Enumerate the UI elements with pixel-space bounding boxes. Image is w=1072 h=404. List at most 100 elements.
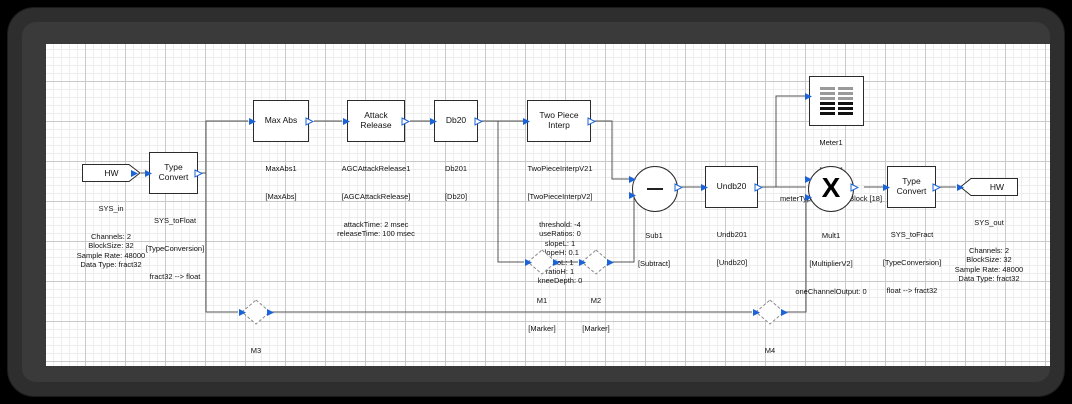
block-name: MaxAbs1 xyxy=(265,163,297,173)
multiply-icon: X xyxy=(821,171,841,203)
port-out-max-abs[interactable] xyxy=(305,117,314,126)
hw-out-shape xyxy=(959,178,1018,196)
meter-bar xyxy=(838,102,853,105)
caption-marker-4: M4 [Marker] xyxy=(735,327,805,366)
block-attack-release[interactable]: Attack Release xyxy=(347,100,405,142)
meter-bar xyxy=(820,102,835,105)
port-in-sys-out[interactable] xyxy=(956,183,965,192)
caption-mult: Mult1 [MultiplierV2] oneChannelOutput: 0 xyxy=(768,212,894,315)
block-params: attackTime: 2 msec releaseTime: 100 msec xyxy=(337,220,415,239)
port-out-type-convert-in[interactable] xyxy=(194,169,203,178)
meter-bar xyxy=(820,112,835,115)
port-out-type-convert-out[interactable] xyxy=(932,183,941,192)
port-in-attack-release[interactable] xyxy=(342,117,351,126)
block-label: Two Piece Interp xyxy=(539,110,579,130)
block-sub[interactable] xyxy=(632,166,678,212)
meter-column-right xyxy=(838,87,853,115)
block-mult[interactable]: X xyxy=(808,166,854,212)
caption-sub: Sub1 [Subtract] xyxy=(616,212,692,287)
port-in-marker-1[interactable] xyxy=(524,258,533,267)
block-type: [AGCAttackRelease] xyxy=(341,191,411,201)
port-out-marker-3[interactable] xyxy=(266,308,275,317)
block-type: [Subtract] xyxy=(637,258,671,268)
meter-bar xyxy=(820,92,835,95)
port-out[interactable] xyxy=(130,169,139,178)
block-name: Db201 xyxy=(444,163,468,173)
device-frame: HW SYS_in Channels: 2 BlockSize: 32 Samp… xyxy=(8,8,1064,396)
block-max-abs[interactable]: Max Abs xyxy=(253,100,309,142)
port-in-max-abs[interactable] xyxy=(248,117,257,126)
port-out-undb20[interactable] xyxy=(754,183,763,192)
block-sys-in[interactable]: HW xyxy=(82,164,141,182)
block-type-convert-in[interactable]: Type Convert xyxy=(149,152,198,194)
block-label: HW xyxy=(989,182,1005,192)
block-type: [MaxAbs] xyxy=(265,191,297,201)
hw-in-shape xyxy=(82,164,141,182)
block-params: float --> fract32 xyxy=(886,286,938,295)
meter-bar xyxy=(838,112,853,115)
block-name: TwoPieceInterpV21 xyxy=(527,163,593,173)
port-in-two-piece-interp[interactable] xyxy=(522,117,531,126)
wire-layer xyxy=(141,95,956,313)
block-name: Undb201 xyxy=(716,229,748,239)
block-type: [TypeConversion] xyxy=(145,243,205,253)
block-type-convert-out[interactable]: Type Convert xyxy=(887,166,936,208)
meter-bar xyxy=(838,92,853,95)
block-name: SYS_out xyxy=(974,217,1004,227)
block-db20[interactable]: Db20 xyxy=(434,100,478,142)
port-out-mult[interactable] xyxy=(850,183,859,192)
meter-bar xyxy=(820,97,835,100)
block-type: [MultiplierV2] xyxy=(809,258,853,268)
port-out-marker-2[interactable] xyxy=(606,258,615,267)
caption-marker-1: M1 [Marker] xyxy=(507,277,577,352)
block-marker-1[interactable] xyxy=(527,249,557,275)
block-params: Channels: 2 BlockSize: 32 Sample Rate: 4… xyxy=(76,231,146,269)
meter-bar xyxy=(838,107,853,110)
block-name: Meter1 xyxy=(819,137,843,147)
block-type: [Undb20] xyxy=(716,257,748,267)
port-out-sub[interactable] xyxy=(674,183,683,192)
block-marker-4[interactable] xyxy=(755,299,785,325)
port-in-sub-a[interactable] xyxy=(628,175,637,184)
block-marker-3[interactable] xyxy=(241,299,271,325)
port-out-marker-4[interactable] xyxy=(780,308,789,317)
port-in-marker-4[interactable] xyxy=(752,308,761,317)
block-two-piece-interp[interactable]: Two Piece Interp xyxy=(527,100,591,142)
block-sys-out[interactable]: HW xyxy=(957,178,1018,196)
block-name: SYS_in xyxy=(98,203,124,213)
port-in-mult-b[interactable] xyxy=(804,193,813,202)
meter-bar xyxy=(838,87,853,90)
block-type: [TypeConversion] xyxy=(882,257,942,267)
port-out-marker-1[interactable] xyxy=(552,258,561,267)
block-marker-2[interactable] xyxy=(581,249,611,275)
device-bezel: HW SYS_in Channels: 2 BlockSize: 32 Samp… xyxy=(22,22,1050,382)
meter-column-left xyxy=(820,87,835,115)
block-name: SYS_toFract xyxy=(890,229,934,239)
caption-marker-2: M2 [Marker] xyxy=(561,277,631,352)
block-params: Channels: 2 BlockSize: 32 Sample Rate: 4… xyxy=(954,245,1024,283)
block-label: Undb20 xyxy=(716,181,747,192)
block-meter[interactable] xyxy=(809,76,864,126)
minus-icon xyxy=(647,188,663,190)
port-in-undb20[interactable] xyxy=(700,183,709,192)
port-out-attack-release[interactable] xyxy=(401,117,410,126)
meter-bar xyxy=(820,107,835,110)
port-in-meter[interactable] xyxy=(804,92,813,101)
port-in-marker-3[interactable] xyxy=(238,308,247,317)
port-in-type-convert-out[interactable] xyxy=(882,183,891,192)
port-in-mult-a[interactable] xyxy=(804,175,813,184)
caption-db20: Db201 [Db20] xyxy=(421,145,491,220)
block-type: [Marker] xyxy=(582,323,610,333)
port-in-marker-2[interactable] xyxy=(578,258,587,267)
port-in-sub-b[interactable] xyxy=(628,191,637,200)
caption-marker-3: M3 [Marker] xyxy=(221,327,291,366)
port-in-type-convert-in[interactable] xyxy=(144,169,153,178)
caption-type-convert-out: SYS_toFract [TypeConversion] float --> f… xyxy=(868,211,956,314)
port-in-db20[interactable] xyxy=(429,117,438,126)
block-label: Type Convert xyxy=(896,176,927,196)
port-out-db20[interactable] xyxy=(474,117,483,126)
meter-bar xyxy=(838,97,853,100)
diagram-canvas[interactable]: HW SYS_in Channels: 2 BlockSize: 32 Samp… xyxy=(46,44,1050,366)
port-out-two-piece-interp[interactable] xyxy=(587,117,596,126)
block-type: [TwoPieceInterpV2] xyxy=(527,191,593,201)
